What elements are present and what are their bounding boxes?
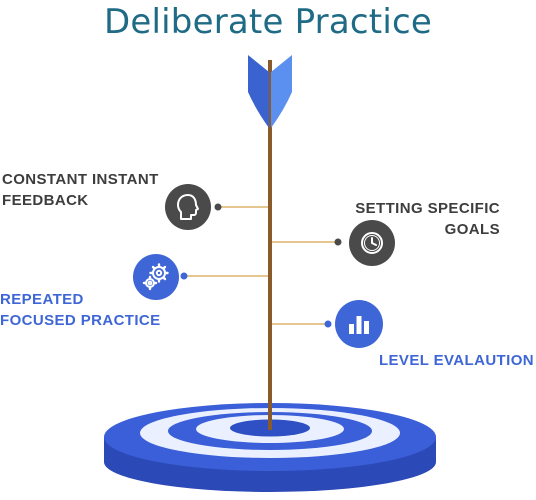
clock-icon-badge [349, 220, 395, 266]
label-constant-instant-feedback: CONSTANT INSTANT FEEDBACK [2, 171, 159, 209]
page-title: Deliberate Practice [104, 2, 432, 42]
bar-chart-icon-badge [335, 300, 383, 348]
arrow-fletching-left [248, 55, 269, 128]
label-setting-specific-goals: SETTING SPECIFIC GOALS [355, 200, 500, 238]
bar-chart-icon [349, 316, 369, 334]
arrow [248, 55, 292, 430]
clock-icon [361, 232, 383, 254]
bullseye-target [104, 403, 436, 492]
arrow-shaft [268, 60, 272, 430]
gears-icon-badge [133, 254, 179, 300]
connector-dots [180, 203, 342, 328]
connector-lines [184, 206, 338, 325]
label-repeated-focused-practice: REPEATED FOCUSED PRACTICE [0, 291, 161, 329]
gears-icon [142, 263, 169, 291]
arrow-fletching-right [271, 55, 292, 128]
head-icon [177, 194, 199, 220]
head-icon-badge [165, 184, 211, 230]
label-level-evaluation: LEVEL EVALAUTION [378, 352, 534, 369]
